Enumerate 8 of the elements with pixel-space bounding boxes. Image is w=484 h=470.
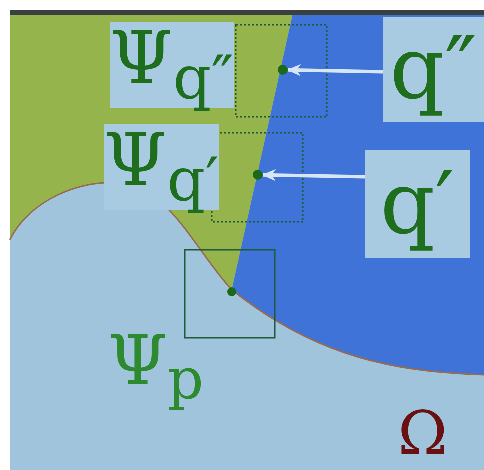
math-label: Ψ$_{q′}$ bbox=[104, 124, 220, 210]
math-label: Ω bbox=[398, 404, 448, 464]
math-label: Ψ$_{p}$ bbox=[108, 328, 204, 408]
math-label: Ψ$_{q″}$ bbox=[110, 22, 234, 108]
point-label: q′ bbox=[365, 150, 470, 258]
arrow bbox=[287, 64, 384, 76]
arrow bbox=[262, 169, 366, 182]
point-label: q″ bbox=[383, 17, 484, 122]
